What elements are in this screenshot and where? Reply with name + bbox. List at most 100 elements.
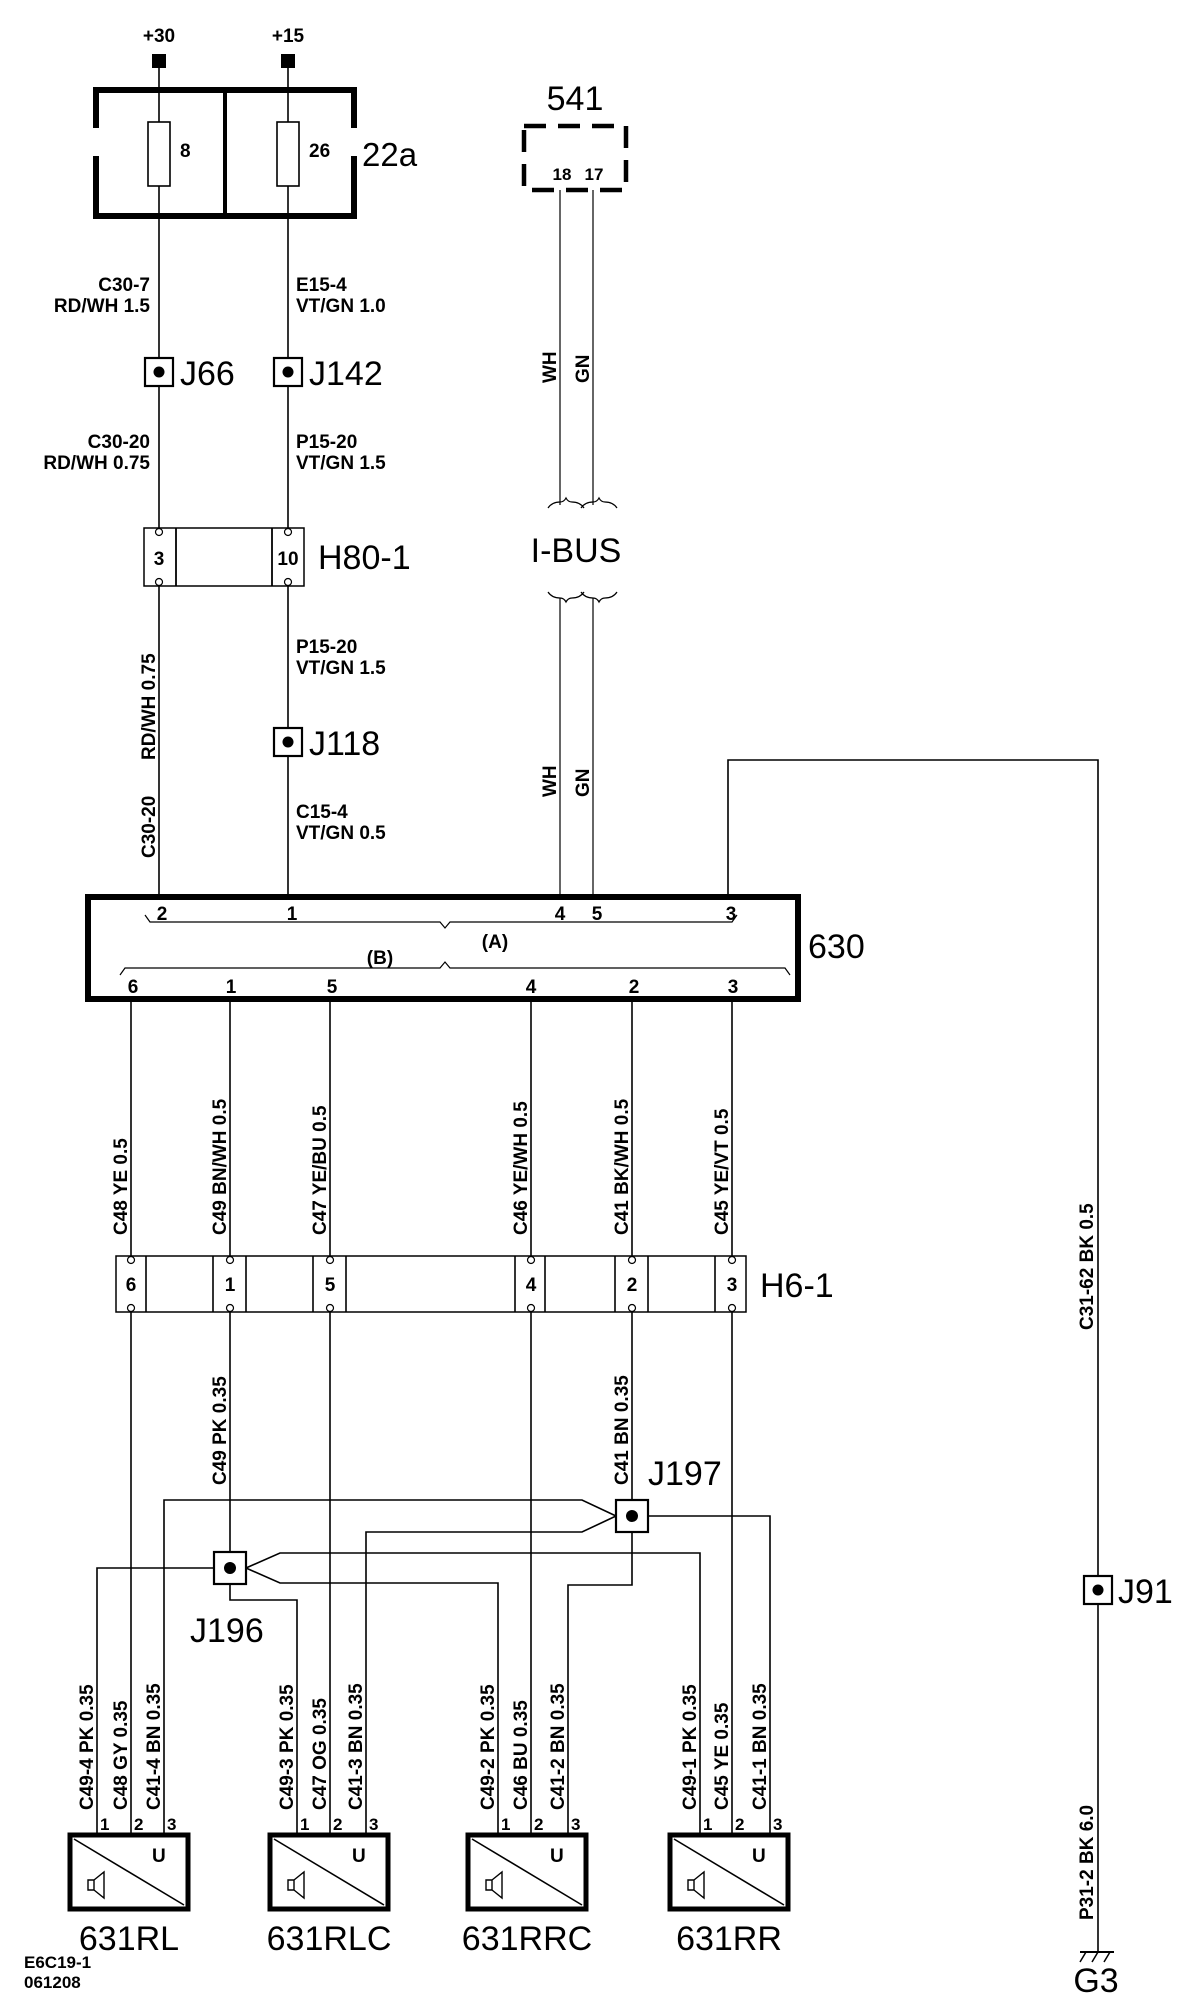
speaker-wire-label: C41-2 BN 0.35	[548, 1683, 569, 1810]
speaker-icon	[687, 1870, 705, 1900]
module-630-label: 630	[808, 928, 865, 966]
wire-c31-62: C31-62 BK 0.5	[1077, 1203, 1098, 1330]
speaker-name-label: 631RL	[79, 1920, 179, 1958]
speaker-u-label: U	[352, 1846, 366, 1867]
speaker-diagonal	[471, 1838, 583, 1906]
wire-c30-20-vertical: C30-20	[139, 796, 160, 858]
connector-h80-1	[143, 527, 305, 587]
branch-c41: C41 BN 0.35	[612, 1375, 633, 1485]
wire-p15-20-spec: VT/GN 1.5	[296, 453, 386, 474]
speaker-u-label: U	[752, 1846, 766, 1867]
splice-j118-label: J118	[309, 725, 380, 763]
wire-p15-20-code: P15-20	[296, 432, 357, 453]
h80-pin-10: 10	[277, 549, 298, 570]
h6-pin-6: 6	[126, 1275, 137, 1296]
speaker-icon	[485, 1870, 503, 1900]
h6-pin-5: 5	[325, 1275, 336, 1296]
fuse-26	[276, 121, 300, 187]
wire-c15-4-spec: VT/GN 0.5	[296, 823, 386, 844]
bus-wh-lower: WH	[540, 765, 561, 797]
speaker-diagonal	[273, 1838, 385, 1906]
splice-j66-label: J66	[180, 355, 235, 393]
wire-c30-7-code: C30-7	[98, 275, 150, 296]
h6-pin-4: 4	[526, 1275, 537, 1296]
speaker-u-label: U	[550, 1846, 564, 1867]
splice-j91-label: J91	[1118, 1573, 1173, 1611]
speaker-pin-3: 3	[167, 1815, 176, 1834]
fusebox-name: 22a	[362, 136, 418, 173]
630-b-pin-4: 4	[526, 977, 537, 998]
supply-plus15-label: +15	[272, 26, 305, 47]
speaker-wire-label: C49-2 PK 0.35	[478, 1684, 499, 1810]
630-a-pin-4: 4	[555, 904, 566, 925]
ground-symbol	[1079, 1951, 1114, 1963]
wire-c30-20-spec: RD/WH 0.75	[43, 453, 150, 474]
wire-c41: C41 BK/WH 0.5	[612, 1098, 633, 1235]
630-b-pin-6: 6	[128, 977, 139, 998]
speaker-wire-label: C41-4 BN 0.35	[144, 1683, 165, 1810]
speaker-pin-1: 1	[501, 1815, 510, 1834]
speaker-wire-label: C48 GY 0.35	[111, 1700, 132, 1810]
fuse2-label: 26	[309, 141, 330, 162]
splice-j142-label: J142	[309, 355, 383, 393]
630-b-pin-3: 3	[728, 977, 739, 998]
speaker-wire-label: C41-1 BN 0.35	[750, 1683, 771, 1810]
connector-h6-label: H6-1	[760, 1267, 834, 1305]
speaker-diagonal	[673, 1838, 785, 1906]
wire-c30-20-code: C30-20	[88, 432, 150, 453]
speaker-icon	[87, 1870, 105, 1900]
wire-c48: C48 YE 0.5	[111, 1138, 132, 1235]
speaker-pin-3: 3	[773, 1815, 782, 1834]
connector-h80-label: H80-1	[318, 539, 411, 577]
speaker-pin-2: 2	[534, 1815, 543, 1834]
bus-gn-lower: GN	[573, 769, 594, 798]
fuse-8	[147, 121, 171, 187]
speaker-wire-label: C41-3 BN 0.35	[346, 1683, 367, 1810]
ground-g3-label: G3	[1073, 1962, 1118, 2000]
wire-c47: C47 YE/BU 0.5	[310, 1105, 331, 1235]
wire-c15-4-code: C15-4	[296, 802, 348, 823]
connector-h6-1	[115, 1255, 747, 1313]
wire-rdwh-075-vertical: RD/WH 0.75	[139, 653, 160, 760]
module-541-label: 541	[547, 80, 604, 118]
speaker-wire-label: C49-4 PK 0.35	[77, 1684, 98, 1810]
speaker-pin-2: 2	[333, 1815, 342, 1834]
module-630	[85, 894, 801, 1002]
speaker-pin-1: 1	[300, 1815, 309, 1834]
speaker-pin-1: 1	[703, 1815, 712, 1834]
speaker-pin-1: 1	[100, 1815, 109, 1834]
630-b-pin-2: 2	[629, 977, 640, 998]
speaker-name-label: 631RR	[676, 1920, 782, 1958]
h6-pin-2: 2	[627, 1275, 638, 1296]
wire-p31-2: P31-2 BK 6.0	[1077, 1805, 1098, 1920]
speaker-wire-label: C49-1 PK 0.35	[680, 1684, 701, 1810]
630-a-pin-1: 1	[287, 904, 298, 925]
h6-pin-3: 3	[727, 1275, 738, 1296]
ibus-label: I-BUS	[531, 532, 622, 570]
630-b-pin-5: 5	[327, 977, 338, 998]
630-a-pin-2: 2	[157, 904, 168, 925]
speaker-diagonal	[73, 1838, 185, 1906]
630-a-pin-3: 3	[726, 904, 737, 925]
fusebox-22a	[90, 87, 361, 219]
wire-c46: C46 YE/WH 0.5	[511, 1101, 532, 1235]
wire-c45: C45 YE/VT 0.5	[712, 1108, 733, 1235]
speaker-u-label: U	[152, 1846, 166, 1867]
terminal-plus30	[152, 54, 166, 68]
speaker-pin-3: 3	[571, 1815, 580, 1834]
footer-code: E6C19-1	[24, 1953, 91, 1972]
630-b-pin-1: 1	[226, 977, 237, 998]
module-541-pin-17: 17	[585, 165, 604, 184]
branch-c49: C49 PK 0.35	[210, 1376, 231, 1485]
bus-wh-upper: WH	[540, 351, 561, 383]
bus-gn-upper: GN	[573, 355, 594, 384]
speaker-pin-2: 2	[134, 1815, 143, 1834]
h80-pin-3: 3	[154, 549, 165, 570]
fuse1-label: 8	[180, 141, 191, 162]
terminal-plus15	[281, 54, 295, 68]
